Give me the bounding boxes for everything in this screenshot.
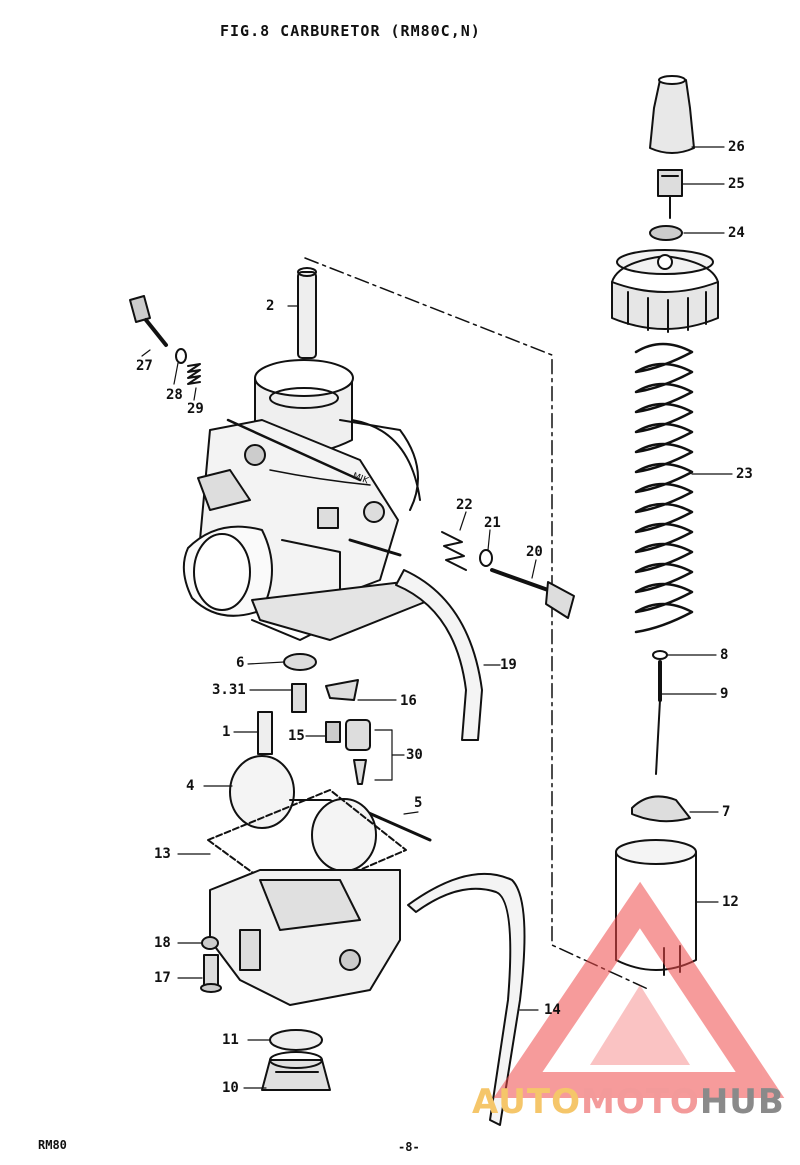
jet-needle	[655, 660, 662, 775]
float-arm-plate	[325, 679, 359, 701]
float-screw	[325, 721, 341, 743]
callout-28: 28	[166, 387, 183, 403]
float-bowl	[209, 869, 401, 1006]
starter-plunger	[490, 568, 575, 619]
needle-plate	[631, 795, 691, 823]
adjuster-nut	[649, 225, 683, 241]
main-jet	[291, 683, 307, 713]
vent-hose	[395, 569, 483, 741]
callout-24: 24	[728, 225, 745, 241]
callout-14: 14	[544, 1002, 561, 1018]
cap-boot	[649, 75, 695, 154]
watermark-part-hub: HUB	[699, 1082, 785, 1122]
drain-screw	[200, 954, 222, 993]
callout-26: 26	[728, 139, 745, 155]
plunger-ring	[479, 549, 493, 567]
callout-4: 4	[186, 778, 195, 794]
callout-11: 11	[222, 1032, 239, 1048]
callout-22: 22	[456, 497, 473, 513]
callout-23: 23	[736, 466, 753, 482]
callout-21: 21	[484, 515, 501, 531]
footer-model: RM80	[38, 1138, 67, 1152]
drain-hose	[407, 872, 526, 1126]
callout-18: 18	[154, 935, 171, 951]
watermark-part-moto: MOTO	[580, 1082, 700, 1122]
plug-gasket	[269, 1029, 323, 1051]
callout-8: 8	[720, 647, 729, 663]
page-number: -8-	[398, 1140, 420, 1154]
air-screw	[129, 295, 168, 347]
callout-6: 6	[236, 655, 245, 671]
callout-7: 7	[722, 804, 731, 820]
callout-29: 29	[187, 401, 204, 417]
callout-25: 25	[728, 176, 745, 192]
callout-19: 19	[500, 657, 517, 673]
throttle-spring	[634, 342, 694, 634]
callout-16: 16	[400, 693, 417, 709]
callout-17: 17	[154, 970, 171, 986]
watermark-logo: AUTOMOTOHUB	[472, 1082, 785, 1122]
drain-plug	[261, 1051, 331, 1091]
callout-13: 13	[154, 846, 171, 862]
carburetor-body	[182, 359, 431, 641]
o-ring	[175, 348, 187, 364]
callout-1: 1	[222, 724, 231, 740]
callout-15: 15	[288, 728, 305, 744]
needle-valve-set	[345, 719, 371, 785]
watermark-triangle	[493, 881, 785, 1098]
cable-adjuster	[657, 169, 683, 219]
callout-27: 27	[136, 358, 153, 374]
watermark-part-auto: AUTO	[472, 1082, 581, 1122]
needle-clip	[652, 650, 668, 660]
callout-20: 20	[526, 544, 543, 560]
float-pivot-pin	[360, 808, 432, 842]
leader-lines	[141, 146, 733, 1089]
cable-guide-tube	[297, 267, 317, 359]
callout-12: 12	[722, 894, 739, 910]
float	[229, 755, 377, 872]
washer	[283, 653, 317, 671]
callout-2: 2	[266, 298, 275, 314]
drain-washer	[201, 936, 219, 950]
float-pin	[257, 711, 273, 755]
callout-5: 5	[414, 795, 423, 811]
top-cap	[611, 249, 719, 333]
plunger-spring	[441, 531, 467, 571]
screw-spring	[187, 363, 201, 385]
callout-10: 10	[222, 1080, 239, 1096]
callout-9: 9	[720, 686, 729, 702]
page-title: FIG.8 CARBURETOR (RM80C,N)	[220, 22, 481, 40]
callout-3-31: 3.31	[212, 682, 246, 698]
callout-30: 30	[406, 747, 423, 763]
